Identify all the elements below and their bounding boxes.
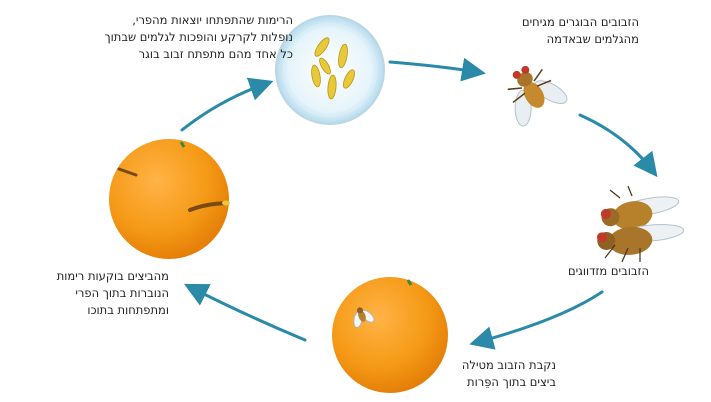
caption-adults-emerge: הזבובים הבוגרים מגיחים מהגלמים שבאדמה <box>522 14 639 48</box>
larvae-petri-dish <box>275 15 385 125</box>
laying-fly-icon <box>353 307 375 328</box>
arrow-adult-to-mating <box>578 113 658 178</box>
caption-line: נקבת הזבוב מטילה <box>461 358 556 372</box>
caption-line: מהגלמים שבאדמה <box>546 32 639 46</box>
orange-with-laying-fly <box>332 277 448 393</box>
arrow-dish-to-adult-fly <box>388 57 486 82</box>
caption-line: הרימות שהתפתחו יוצאות מהפרי, <box>132 13 293 27</box>
arrow-mating-to-laying <box>469 290 604 350</box>
orange-with-larvae-tunnels <box>109 139 230 259</box>
caption-line: נופלות לקרקע והופכות לגלמים שבתוך <box>104 30 293 44</box>
caption-larvae-pupate: הרימות שהתפתחו יוצאות מהפרי, נופלות לקרק… <box>104 12 293 63</box>
caption-egg-laying: נקבת הזבוב מטילה ביצים בתוך הפֵּרות <box>462 357 556 391</box>
arrow-hatching-to-larvae <box>180 77 274 132</box>
arrow-laying-to-hatching <box>183 283 307 342</box>
caption-line: ביצים בתוך הפֵּרות <box>467 375 556 389</box>
caption-line: הזבובים מזדווגים <box>567 264 649 278</box>
cycle-arrows <box>180 57 658 350</box>
caption-line: מהביצים בוקעות רימות <box>56 269 169 283</box>
caption-mating: הזבובים מזדווגים <box>568 263 649 280</box>
caption-line: הנוברות בתוך הפרי <box>75 286 169 300</box>
caption-larvae-hatch: מהביצים בוקעות רימות הנוברות בתוך הפרי ו… <box>57 268 169 319</box>
adult-fly-icon <box>507 65 568 127</box>
mating-flies-icon <box>596 185 685 263</box>
caption-line: ומתפתחות בתוכו <box>87 303 169 317</box>
caption-line: כל אחד מהם מתפתח זבוב בוגר <box>138 47 293 61</box>
caption-line: הזבובים הבוגרים מגיחים <box>521 15 639 29</box>
